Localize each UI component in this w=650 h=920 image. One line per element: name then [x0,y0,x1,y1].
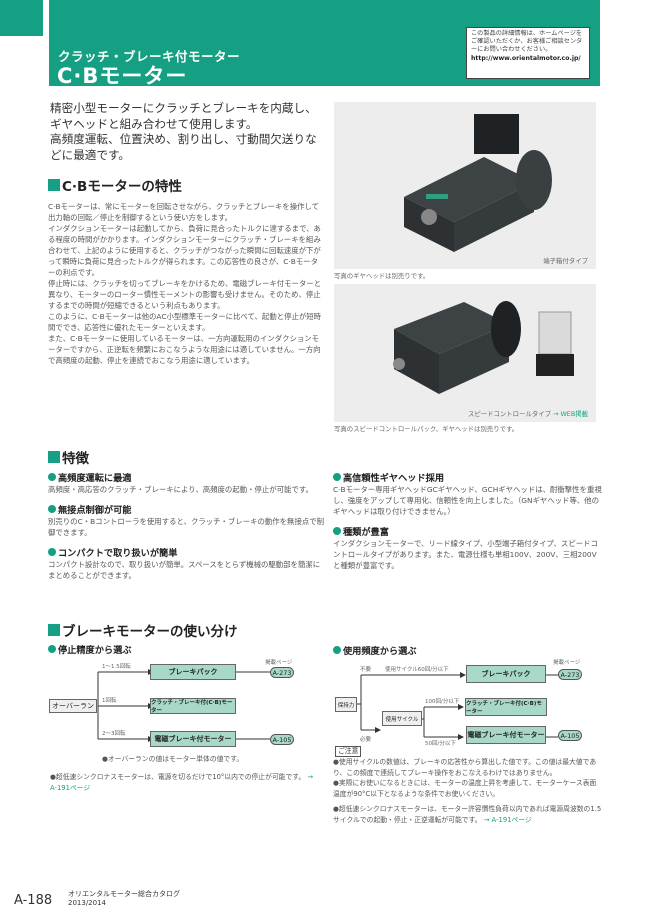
catalog-title: オリエンタルモーター総合カタログ [68,890,180,898]
paragraph: このように、C·Bモーターは他のAC小型標準モーターに比べて、起動と停止が短時間… [48,312,322,332]
dot-bullet-icon [333,527,341,535]
catalog-year: 2013/2014 [68,899,106,907]
feature-text: インダクションモーターで、リード線タイプ、小型端子箱付タイプ、スピードコントロー… [333,539,598,570]
page-link[interactable]: → A-191ページ [50,773,314,792]
paragraph: インダクションモーターは起動してから、負荷に見合ったトルクに達するまで、ある程度… [48,224,321,277]
holding-force-node: 保持力 [335,697,357,712]
usage-cycle-node: 使用サイクル [382,711,422,726]
paragraph: 停止時には、クラッチを切ってブレーキをかけるため、電磁ブレーキ付モーターと異なり… [48,279,322,310]
page-ref-a273[interactable]: A-273 [270,667,294,678]
dot-bullet-icon [48,645,56,653]
dot-bullet-icon [333,473,341,481]
brake-pack-node: ブレーキパック [150,664,236,680]
website-link[interactable]: http://www.orientalmotor.co.jp/ [471,54,581,62]
dot-bullet-icon [333,646,341,654]
overrun-footnote: ●オーバーランの値はモーター単体の値です。 [102,755,244,763]
page-link[interactable]: → A-191ページ [483,815,532,824]
intro-line-1: 精密小型モーターにクラッチとブレーキを内蔵し、ギヤヘッドと組み合わせて使用します… [50,101,317,131]
page-label: 掲載ページ [265,660,293,666]
caution-item: ●使用サイクルの数値は、ブレーキの応答性から算出した値です。この値は最大値であり… [333,758,597,777]
feature-text: コンパクト設計なので、取り扱いが簡単。スペースをとらず機械の駆動部を簡潔にまとめ… [48,560,321,580]
photo-label: スピードコントロールタイプ → WEB掲載 [467,410,588,418]
characteristics-section: C·Bモーターの特性 C·Bモーターは、常にモーターを回転させながら、クラッチと… [48,175,324,366]
photo-label: 端子箱付タイプ [543,257,588,265]
photo-caption: 写真のギヤヘッドは別売りです。 [334,272,430,280]
dot-bullet-icon [48,473,56,481]
catalog-info: オリエンタルモーター総合カタログ 2013/2014 [68,890,180,908]
feature-title: 高信頼性ギヤヘッド採用 [333,470,603,484]
frequency-flow-lines [357,672,558,740]
page-number: A-188 [14,893,53,908]
feature-title: 種類が豊富 [333,524,603,538]
precision-flow-lines [97,669,270,742]
brake-pack-node: ブレーキパック [466,665,546,683]
feature-title: コンパクトで取り扱いが簡単 [48,545,324,559]
page-ref-a105[interactable]: A-105 [558,730,582,741]
motor-speed-control-illustration-icon [393,301,574,394]
feature-text: C·Bモーター専用ギヤヘッドGCギヤヘッド、GCHギヤヘッドは、耐衝撃性を重視し… [333,485,602,516]
features-right: 高信頼性ギヤヘッド採用 C·Bモーター専用ギヤヘッドGCギヤヘッド、GCHギヤヘ… [333,470,603,571]
feature-text: 別売りのC・Bコントローラを使用すると、クラッチ・ブレーキの動作を無接点で制御で… [48,517,325,537]
branch-condition: 1回転 [102,698,117,704]
dot-bullet-icon [48,505,56,513]
page-ref-a105[interactable]: A-105 [270,734,294,745]
branch-condition: 50回/分以下 [425,741,456,747]
frequency-note: ●超低速シンクロナスモーターは、モーター許容慣性負荷以内であれば電源周波数の1.… [333,805,602,824]
characteristics-heading: C·Bモーターの特性 [48,175,324,195]
caution-list: ●使用サイクルの数値は、ブレーキの応答性から算出した値です。この値は最大値であり… [333,757,603,799]
cb-motor-node: クラッチ・ブレーキ付(C·B)モーター [150,698,236,714]
caution-label: ご注意 [335,746,362,757]
square-bullet-icon [48,624,60,636]
motor-photo-speed-control: スピードコントロールタイプ → WEB掲載 [334,284,596,422]
branch-condition: 使用サイクル60回/分以下 [385,667,449,673]
header-subtitle: クラッチ・ブレーキ付モーター [58,49,241,64]
precision-heading: 停止精度から選ぶ [48,642,132,656]
overrun-node: オーバーラン [49,699,97,713]
paragraph: また、C·Bモーターに使用しているモーターは、一方向運転用のインダクションモータ… [48,334,321,365]
info-box: この製品の詳細情報は、ホームページをご確認いただくか、お客様ご相談センターにお問… [466,27,590,79]
caution-item: ●実際にお使いになるときには、モーターの温度上昇を考慮して、モーターケース表面温… [333,779,597,798]
electromagnetic-brake-motor-node: 電磁ブレーキ付モーター [150,731,236,747]
motor-illustration-icon [404,114,552,252]
page-title: C·Bモーター [57,64,188,88]
info-text: この製品の詳細情報は、ホームページをご確認いただくか、お客様ご相談センターにお問… [471,30,583,54]
feature-text: 高頻度・高応答のクラッチ・ブレーキにより、高頻度の起動・停止が可能です。 [48,485,313,494]
branch-condition: 100回/分以下 [425,699,460,705]
intro-line-2: 高頻度運転、位置決め、割り出し、寸動間欠送りなどに最適です。 [50,132,317,162]
needed-label: 必要 [360,737,372,743]
features-heading-text: 特徴 [62,451,89,467]
usage-heading-text: ブレーキモーターの使い分け [62,624,238,640]
cb-motor-node: クラッチ・ブレーキ付(C·B)モーター [465,698,547,716]
not-needed-label: 不要 [360,667,372,673]
square-bullet-icon [48,451,60,463]
corner-tab-block [0,0,43,36]
feature-title: 高頻度運転に最適 [48,470,324,484]
page-label: 掲載ページ [553,660,581,666]
features-heading: 特徴 [48,447,89,467]
features-left: 高頻度運転に最適 高頻度・高応答のクラッチ・ブレーキにより、高頻度の起動・停止が… [48,470,324,581]
web-link[interactable]: → WEB掲載 [553,410,588,418]
branch-condition: 2〜3回転 [102,731,126,737]
usage-heading: ブレーキモーターの使い分け [48,620,238,640]
motor-photo-terminal-box: 端子箱付タイプ [334,102,596,269]
frequency-heading: 使用頻度から選ぶ [333,643,417,657]
photo-caption: 写真のスピードコントロールパック、ギヤヘッドは別売りです。 [334,425,519,433]
characteristics-body: C·Bモーターは、常にモーターを回転させながら、クラッチとブレーキを操作して出力… [48,201,324,366]
electromagnetic-brake-motor-node: 電磁ブレーキ付モーター [466,726,546,744]
dot-bullet-icon [48,548,56,556]
intro-text: 精密小型モーターにクラッチとブレーキを内蔵し、ギヤヘッドと組み合わせて使用します… [50,101,320,163]
precision-note: ●超低速シンクロナスモーターは、電源を切るだけで10°以内での停止が可能です。 … [50,773,314,792]
paragraph: C·Bモーターは、常にモーターを回転させながら、クラッチとブレーキを操作して出力… [48,202,320,222]
feature-title: 無接点制御が可能 [48,502,324,516]
characteristics-heading-text: C·Bモーターの特性 [62,179,182,195]
square-bullet-icon [48,179,60,191]
branch-condition: 1〜1.5回転 [102,664,131,670]
page-ref-a273[interactable]: A-273 [558,669,582,680]
